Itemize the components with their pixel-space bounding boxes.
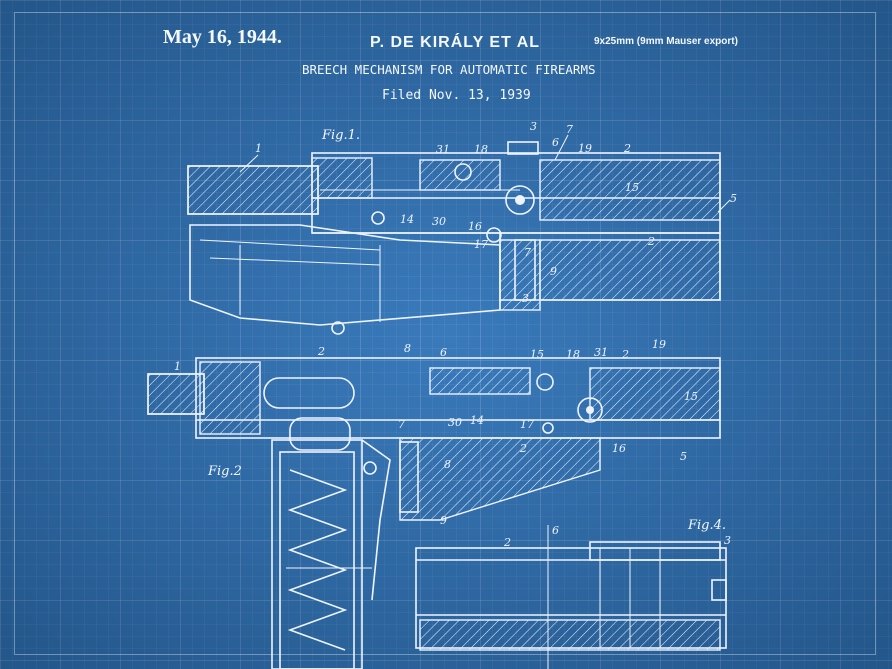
svg-text:2: 2 — [503, 536, 511, 549]
svg-text:15: 15 — [684, 390, 698, 403]
svg-text:2: 2 — [647, 235, 655, 248]
svg-text:7: 7 — [398, 418, 405, 431]
svg-text:19: 19 — [578, 142, 592, 155]
figure-4-drawing: 2 6 3 — [415, 524, 731, 669]
figure-2-label: Fig.2 — [208, 464, 242, 479]
svg-text:7: 7 — [524, 246, 531, 259]
svg-text:18: 18 — [474, 143, 488, 156]
svg-text:8: 8 — [444, 458, 451, 471]
svg-text:6: 6 — [440, 346, 447, 359]
svg-text:14: 14 — [470, 414, 484, 427]
svg-text:18: 18 — [566, 348, 580, 361]
svg-text:8: 8 — [404, 342, 411, 355]
patent-title: BREECH MECHANISM FOR AUTOMATIC FIREARMS — [302, 62, 596, 77]
svg-text:2: 2 — [623, 142, 631, 155]
caliber-note: 9x25mm (9mm Mauser export) — [594, 36, 738, 47]
svg-text:2: 2 — [519, 442, 527, 455]
svg-text:17: 17 — [520, 418, 534, 431]
svg-text:6: 6 — [552, 524, 559, 537]
drawing-border — [14, 12, 876, 655]
filed-date: Filed Nov. 13, 1939 — [382, 88, 531, 103]
figure-1-drawing: 1 31 18 3 7 6 19 2 15 5 2 14 30 16 17 7 … — [187, 120, 737, 335]
svg-text:5: 5 — [680, 450, 687, 463]
svg-text:2: 2 — [621, 348, 629, 361]
figure-1-label: Fig.1. — [322, 128, 361, 143]
svg-text:3: 3 — [530, 120, 537, 133]
svg-text:7: 7 — [566, 123, 573, 136]
svg-text:19: 19 — [652, 338, 666, 351]
svg-text:14: 14 — [400, 213, 414, 226]
svg-text:9: 9 — [550, 265, 557, 278]
svg-text:16: 16 — [468, 220, 482, 233]
svg-text:2: 2 — [317, 345, 325, 358]
inventor-name: P. DE KIRÁLY ET AL — [370, 34, 541, 51]
svg-text:6: 6 — [552, 136, 559, 149]
svg-text:30: 30 — [432, 215, 446, 228]
svg-text:16: 16 — [612, 442, 626, 455]
svg-text:17: 17 — [474, 238, 488, 251]
svg-text:3: 3 — [724, 534, 731, 547]
svg-text:9: 9 — [440, 514, 447, 527]
patent-date: May 16, 1944. — [163, 26, 282, 48]
svg-text:1: 1 — [174, 360, 181, 373]
svg-text:15: 15 — [625, 181, 639, 194]
figure-4-label: Fig.4. — [688, 518, 727, 533]
svg-text:15: 15 — [530, 348, 544, 361]
figure-2-drawing: 1 2 8 6 15 18 31 2 19 15 5 16 2 17 30 14… — [147, 338, 721, 669]
svg-text:31: 31 — [436, 143, 450, 156]
svg-text:5: 5 — [730, 192, 737, 205]
svg-text:1: 1 — [255, 142, 262, 155]
svg-text:31: 31 — [594, 346, 608, 359]
svg-text:30: 30 — [448, 416, 462, 429]
svg-text:3: 3 — [522, 292, 529, 305]
